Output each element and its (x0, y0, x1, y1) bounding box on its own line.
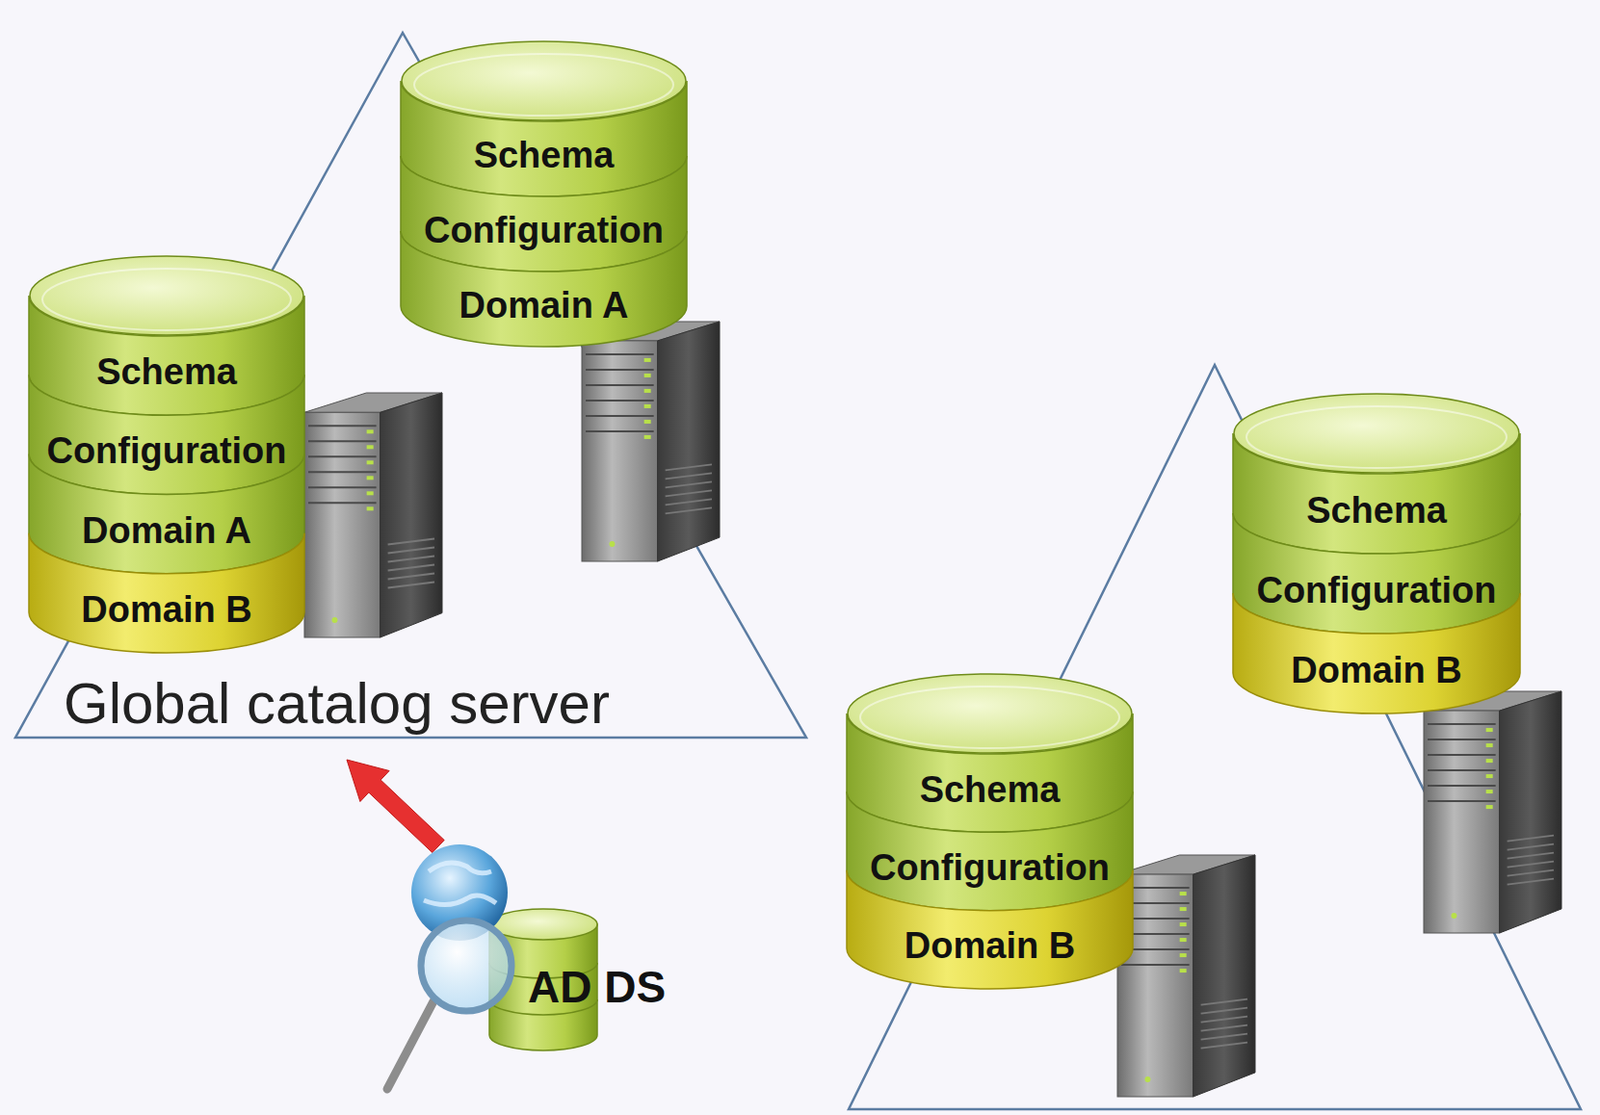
partition-label: Configuration (28, 429, 305, 473)
partition-band (846, 791, 1133, 911)
partition-label: Configuration (846, 846, 1133, 890)
forest-triangle (848, 365, 1581, 1110)
partition-label: Configuration (400, 209, 687, 252)
partition-label: Schema (400, 133, 687, 177)
cylinder-top (847, 674, 1132, 754)
partition-band (28, 533, 305, 654)
database-cylinder: SchemaConfigurationDomain B (846, 673, 1133, 990)
partition-label: Schema (28, 350, 305, 394)
database-cylinder: SchemaConfigurationDomain A (400, 40, 687, 347)
cylinder-top (1233, 393, 1520, 473)
server-tower (1423, 691, 1562, 934)
partition-band (28, 454, 305, 575)
server-tower (1117, 855, 1256, 1098)
server-caption: Global catalog server (63, 672, 610, 736)
partition-band (1232, 513, 1521, 634)
server-tower (581, 321, 720, 562)
cylinder-top (29, 256, 304, 336)
forest-triangle (15, 32, 807, 738)
partition-band (28, 374, 305, 495)
server-tower (304, 393, 443, 638)
partition-label: Domain B (846, 924, 1133, 968)
partition-label: Domain A (28, 509, 305, 552)
partition-label: Schema (1232, 489, 1521, 532)
partition-label: Domain B (28, 588, 305, 631)
partition-label: Domain A (400, 284, 687, 327)
database-cylinder: SchemaConfigurationDomain B (1232, 393, 1521, 714)
partition-label: Configuration (1232, 569, 1521, 612)
cylinder-top (401, 41, 686, 121)
partition-label: Schema (846, 768, 1133, 812)
database-cylinder: SchemaConfigurationDomain A Domain B (28, 255, 305, 654)
partition-band (1232, 593, 1521, 714)
query-arrow (346, 760, 445, 854)
partition-band (846, 870, 1133, 990)
icon-label: AD DS (527, 963, 666, 1013)
partition-label: Domain B (1232, 649, 1521, 692)
